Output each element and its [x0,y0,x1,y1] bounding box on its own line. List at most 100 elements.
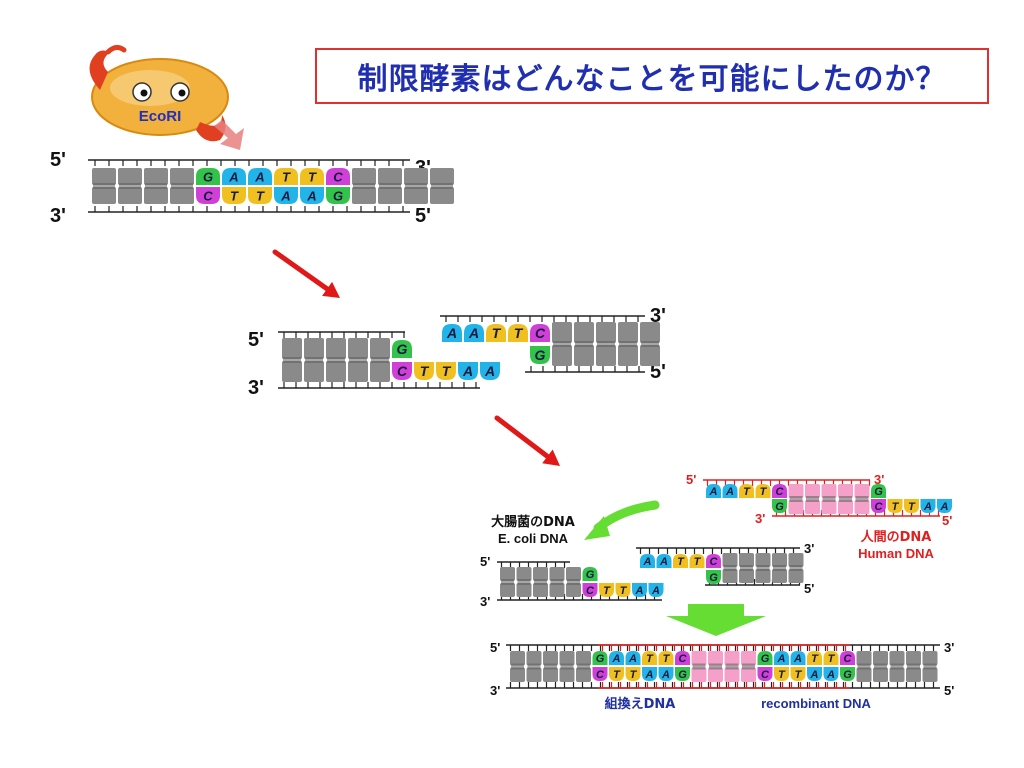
base-pair-block [788,484,804,514]
nucleotide-C: C [326,168,350,185]
label-3prime: 3' [480,594,490,609]
backbone-rail [506,682,940,689]
enzyme-name: EcoRI [139,108,182,125]
nucleotide-A: A [632,583,647,597]
nucleotide-letter: C [776,486,785,498]
base-pair-block [144,168,168,204]
nucleotide-T: T [904,499,919,513]
green-curved-arrow [584,500,660,540]
nucleotide-letter: A [661,669,670,681]
nucleotide-T: T [739,484,754,498]
nucleotide-letter: T [514,325,524,341]
label-3prime: 3' [944,640,954,655]
nucleotide-letter: A [306,188,316,203]
nucleotide-letter: A [468,325,479,341]
nucleotide-G: G [530,346,550,364]
label-5prime: 5' [686,472,696,487]
nucleotide-T: T [274,168,298,185]
nucleotide-letter: G [596,653,605,665]
backbone-rail [636,547,800,554]
base-pair-block [691,651,707,682]
pupil [140,89,148,97]
nucleotide-T: T [642,651,657,665]
nucleotide-C: C [757,667,773,681]
base-pair-block [574,322,594,366]
human-dna-label-jp: 人間のDNA [861,529,932,545]
base-pair-block [805,484,820,514]
nucleotide-C: C [840,651,855,665]
base-pair-block [352,168,376,204]
nucleotide-letter: A [940,501,949,513]
cut-arrow [214,120,244,150]
claw-right [196,115,226,142]
red-arrow-step-2 [494,415,560,466]
nucleotide-letter: T [811,653,819,665]
nucleotide-A: A [274,187,298,204]
nucleotide-T: T [823,651,839,665]
base-pair-block [348,338,368,382]
nucleotide-C: C [592,667,608,681]
nucleotide-T: T [222,187,246,204]
nucleotide-C: C [196,187,220,204]
nucleotide-letter: C [535,325,546,341]
nucleotide-C: C [582,583,598,597]
nucleotide-letter: T [828,653,836,665]
nucleotide-T: T [508,324,528,342]
nucleotide-letter: C [761,669,770,681]
human-dna-label-en: Human DNA [858,546,934,561]
nucleotide-letter: A [228,169,238,184]
nucleotide-letter: C [586,585,595,597]
nucleotide-letter: G [843,669,852,681]
nucleotide-letter: T [613,669,621,681]
nucleotide-G: G [772,499,787,513]
nucleotide-letter: T [230,188,239,203]
label-3prime: 3' [490,683,500,698]
nucleotide-letter: T [442,363,452,379]
base-pair-block [739,553,754,583]
base-pair-block [722,553,738,583]
nucleotide-letter: A [826,669,835,681]
nucleotide-T: T [486,324,506,342]
nucleotide-letter: G [203,169,213,184]
nucleotide-G: G [757,651,773,665]
nucleotide-T: T [625,667,641,681]
nucleotide-letter: G [678,669,687,681]
nucleotide-letter: C [333,169,343,184]
nucleotide-T: T [615,583,631,597]
nucleotide-C: C [772,484,787,498]
base-pair-block [741,651,756,682]
nucleotide-T: T [609,667,624,681]
nucleotide-G: G [871,484,886,498]
backbone-rail [88,206,410,213]
nucleotide-A: A [248,168,272,185]
nucleotide-G: G [582,567,598,581]
nucleotide-G: G [392,340,412,358]
base-pair-block [552,322,572,366]
nucleotide-C: C [706,554,721,568]
green-down-arrow [666,604,766,636]
base-pair-block [755,553,771,583]
nucleotide-letter: A [484,363,495,379]
nucleotide-T: T [774,667,789,681]
base-pair-block [708,651,723,682]
nucleotide-letter: T [603,585,611,597]
claw-left [89,50,110,90]
nucleotide-letter: G [535,347,546,363]
nucleotide-letter: T [630,669,638,681]
nucleotide-T: T [414,362,434,380]
nucleotide-letter: T [908,501,916,513]
nucleotide-letter: T [892,501,900,513]
backbone-rail [88,159,410,166]
base-pair-block [370,338,390,382]
nucleotide-C: C [871,499,886,513]
base-pair-block [500,567,515,597]
base-pair-block [788,553,804,583]
nucleotide-letter: A [645,669,654,681]
nucleotide-A: A [222,168,246,185]
backbone-rail [440,315,645,322]
nucleotide-letter: T [760,486,768,498]
